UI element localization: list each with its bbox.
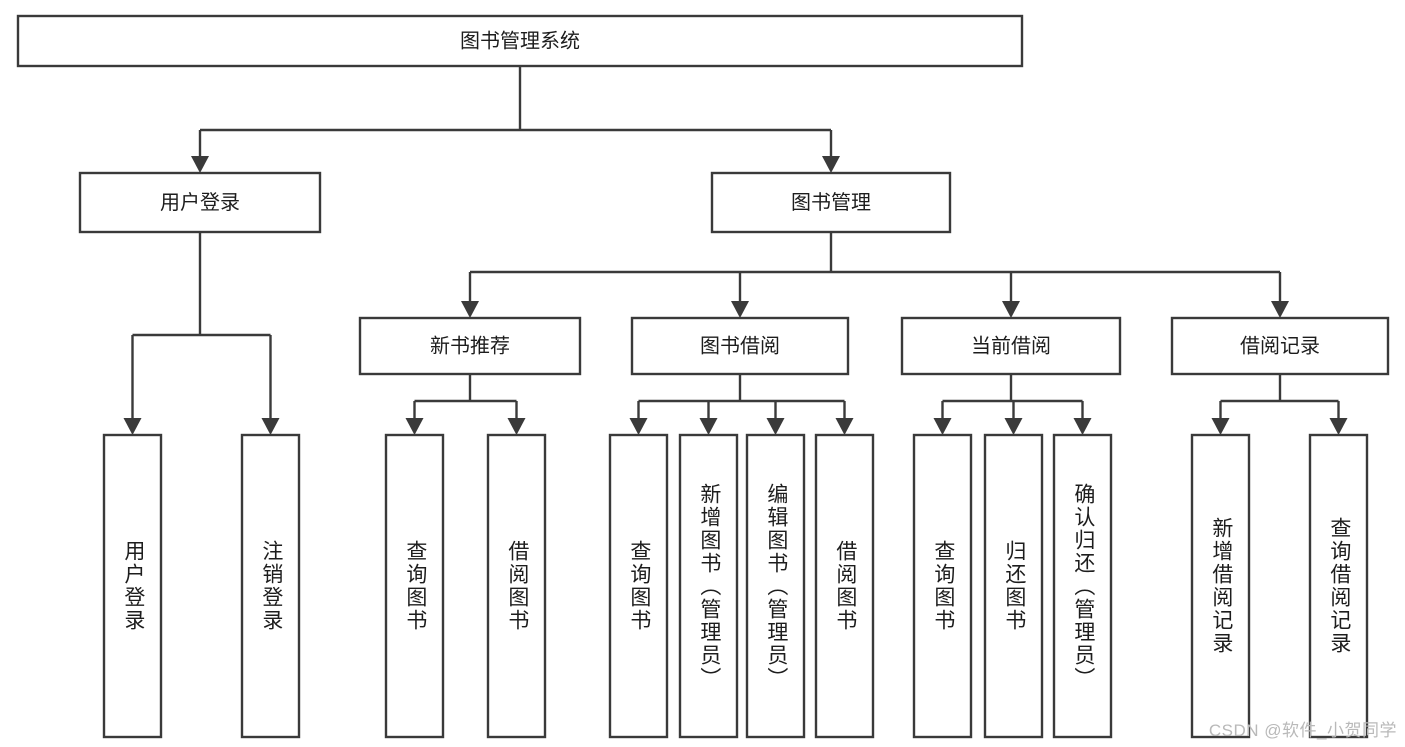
node-box-leaf-add-record <box>1190 433 1251 739</box>
node-label-borrow-record: 借阅记录 <box>1240 334 1320 357</box>
node-label-book-manage: 图书管理 <box>791 191 871 214</box>
arrow-head-root-to-level2-1 <box>822 156 840 173</box>
node-box-book-borrow <box>630 316 850 376</box>
node-box-leaf-return-book <box>983 433 1044 739</box>
node-label-new-book-rec: 新书推荐 <box>430 334 510 357</box>
arrow-head-book-borrow-to-leaves-3 <box>835 418 854 435</box>
node-leaf-user-login[interactable] <box>102 433 163 739</box>
node-leaf-return-book[interactable] <box>983 433 1044 739</box>
arrow-head-book-borrow-to-leaves-0 <box>629 418 648 435</box>
arrow-head-book-manage-to-level3-2 <box>1002 301 1020 318</box>
node-leaf-add-record[interactable] <box>1190 433 1251 739</box>
node-book-borrow[interactable]: 图书借阅 <box>630 316 850 376</box>
arrow-head-borrow-record-to-leaves-1 <box>1329 418 1348 435</box>
node-leaf-add-book[interactable] <box>678 433 739 739</box>
node-root[interactable]: 图书管理系统 <box>16 14 1024 68</box>
arrow-head-current-borrow-to-leaves-1 <box>1004 418 1023 435</box>
node-box-book-manage <box>710 171 952 234</box>
node-box-leaf-query-book-rec <box>384 433 445 739</box>
node-label-book-borrow: 图书借阅 <box>700 334 780 357</box>
node-leaf-borrow-book-rec[interactable] <box>486 433 547 739</box>
node-box-leaf-borrow-book <box>814 433 875 739</box>
node-leaf-query-record[interactable] <box>1308 433 1369 739</box>
arrow-head-new-book-rec-to-leaves-1 <box>507 418 526 435</box>
arrow-head-current-borrow-to-leaves-0 <box>933 418 952 435</box>
connector-layer <box>123 66 1348 435</box>
node-book-manage[interactable]: 图书管理 <box>710 171 952 234</box>
node-user-login[interactable]: 用户登录 <box>78 171 322 234</box>
node-box-leaf-confirm-return <box>1052 433 1113 739</box>
node-box-leaf-query-record <box>1308 433 1369 739</box>
node-box-leaf-query-book-cur <box>912 433 973 739</box>
node-box-current-borrow <box>900 316 1122 376</box>
node-box-leaf-add-book <box>678 433 739 739</box>
node-box-leaf-borrow-book-rec <box>486 433 547 739</box>
node-box-root <box>16 14 1024 68</box>
node-leaf-query-book-borrow[interactable] <box>608 433 669 739</box>
arrow-head-book-manage-to-level3-1 <box>731 301 749 318</box>
arrow-head-book-borrow-to-leaves-2 <box>766 418 785 435</box>
arrow-head-user-login-to-leaves-0 <box>123 418 142 435</box>
arrow-head-user-login-to-leaves-1 <box>261 418 280 435</box>
node-leaf-logout[interactable] <box>240 433 301 739</box>
node-label-root: 图书管理系统 <box>460 29 580 52</box>
node-borrow-record[interactable]: 借阅记录 <box>1170 316 1390 376</box>
node-box-leaf-user-login <box>102 433 163 739</box>
node-label-user-login: 用户登录 <box>160 191 240 214</box>
arrow-head-current-borrow-to-leaves-2 <box>1073 418 1092 435</box>
node-box-leaf-query-book-borrow <box>608 433 669 739</box>
arrow-head-book-manage-to-level3-0 <box>461 301 479 318</box>
arrow-head-book-manage-to-level3-3 <box>1271 301 1289 318</box>
node-leaf-confirm-return[interactable] <box>1052 433 1113 739</box>
csdn-watermark: CSDN @软件_小贺同学 <box>1208 721 1397 740</box>
arrow-head-new-book-rec-to-leaves-0 <box>405 418 424 435</box>
node-leaf-query-book-cur[interactable] <box>912 433 973 739</box>
node-current-borrow[interactable]: 当前借阅 <box>900 316 1122 376</box>
node-box-new-book-rec <box>358 316 582 376</box>
node-label-current-borrow: 当前借阅 <box>971 334 1051 357</box>
node-new-book-rec[interactable]: 新书推荐 <box>358 316 582 376</box>
node-box-borrow-record <box>1170 316 1390 376</box>
node-leaf-edit-book[interactable] <box>745 433 806 739</box>
arrow-head-borrow-record-to-leaves-0 <box>1211 418 1230 435</box>
node-box-user-login <box>78 171 322 234</box>
node-leaf-borrow-book[interactable] <box>814 433 875 739</box>
node-box-leaf-logout <box>240 433 301 739</box>
node-box-leaf-edit-book <box>745 433 806 739</box>
node-leaf-query-book-rec[interactable] <box>384 433 445 739</box>
arrow-head-book-borrow-to-leaves-1 <box>699 418 718 435</box>
arrow-head-root-to-level2-0 <box>191 156 209 173</box>
